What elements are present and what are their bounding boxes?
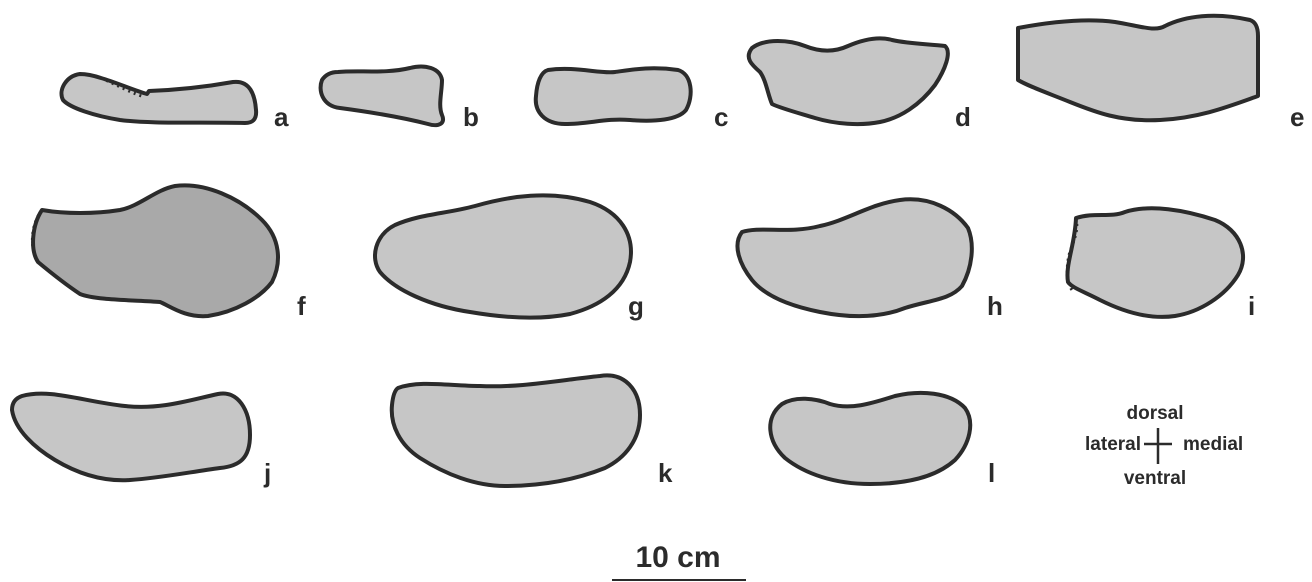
panel-label-f: f [297, 291, 306, 321]
scale-bar-label: 10 cm [635, 541, 720, 574]
section-l-shape [770, 393, 970, 484]
section-e-shape [1018, 16, 1258, 121]
panel-label-l: l [988, 458, 995, 488]
cross-section-d: d [749, 38, 971, 132]
cross-section-e: e [1018, 16, 1304, 132]
cross-section-c: c [536, 68, 729, 132]
section-d-shape [749, 38, 948, 124]
section-f-shape [33, 185, 278, 316]
section-k-shape [392, 375, 640, 486]
cross-section-g: g [375, 195, 644, 321]
cross-section-l: l [770, 393, 995, 488]
orientation-dorsal: dorsal [1126, 403, 1183, 424]
cross-section-f: f [32, 185, 306, 321]
panel-label-c: c [714, 102, 728, 132]
panel-label-h: h [987, 291, 1003, 321]
orientation-ventral: ventral [1124, 468, 1186, 489]
orientation-lateral: lateral [1085, 434, 1141, 455]
cross-section-i: i [1067, 208, 1255, 321]
section-h-shape [737, 199, 971, 316]
scale-bar: 10 cm [612, 541, 746, 580]
cross-section-h: h [737, 199, 1002, 321]
panel-label-a: a [274, 102, 289, 132]
section-b-shape [321, 67, 443, 126]
cross-section-k: k [392, 375, 673, 488]
orientation-medial: medial [1183, 434, 1243, 455]
section-a-shape [62, 74, 257, 123]
section-c-shape [536, 68, 691, 124]
panel-label-k: k [658, 458, 673, 488]
cross-section-j: j [12, 393, 271, 488]
section-i-shape [1067, 208, 1243, 317]
panel-label-g: g [628, 291, 644, 321]
panel-label-b: b [463, 102, 479, 132]
section-g-shape [375, 195, 631, 317]
panel-label-e: e [1290, 102, 1304, 132]
panel-label-i: i [1248, 291, 1255, 321]
panel-label-j: j [263, 458, 271, 488]
orientation-key: dorsal lateral medial ventral [1085, 403, 1243, 489]
section-j-shape [12, 393, 250, 480]
cross-section-b: b [321, 67, 479, 133]
panel-label-d: d [955, 102, 971, 132]
cross-section-a: a [62, 74, 289, 132]
